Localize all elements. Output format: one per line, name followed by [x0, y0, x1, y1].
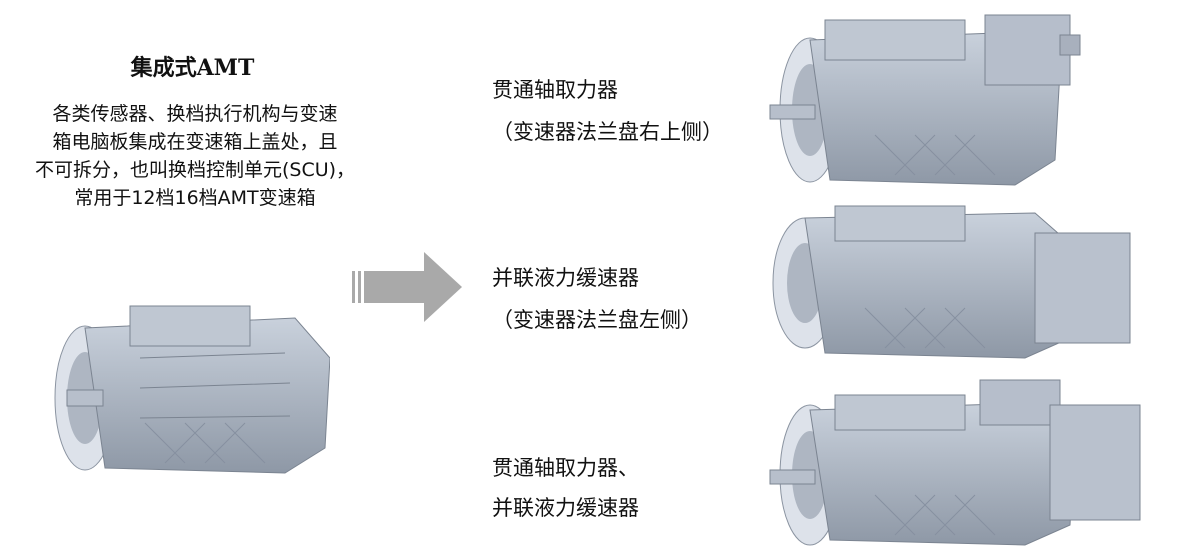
- description: 各类传感器、换档执行机构与变速 箱电脑板集成在变速箱上盖处，且 不可拆分，也叫换…: [5, 100, 385, 212]
- variant-3-label: 贯通轴取力器、: [492, 456, 639, 480]
- gearbox-with-pto-image: [765, 10, 1095, 190]
- description-line-3: 不可拆分，也叫换档控制单元(SCU)，: [34, 159, 356, 181]
- right-arrow-icon: [352, 250, 464, 324]
- variant-2-sub: （变速器法兰盘左侧）: [492, 308, 702, 332]
- section-title: 集成式AMT: [130, 55, 255, 81]
- variant-3-sub: 并联液力缓速器: [492, 496, 639, 520]
- variant-1-label: 贯通轴取力器: [492, 78, 618, 102]
- gearbox-with-pto-and-retarder-image: [765, 375, 1145, 547]
- description-line-2: 箱电脑板集成在变速箱上盖处，且: [52, 131, 338, 153]
- gearbox-with-retarder-image: [765, 198, 1135, 363]
- description-line-4: 常用于12档16档AMT变速箱: [74, 187, 316, 209]
- variant-2-label: 并联液力缓速器: [492, 266, 639, 290]
- description-line-1: 各类传感器、换档执行机构与变速: [52, 103, 338, 125]
- gearbox-image: [45, 298, 330, 480]
- variant-1-sub: （变速器法兰盘右上侧）: [492, 120, 723, 144]
